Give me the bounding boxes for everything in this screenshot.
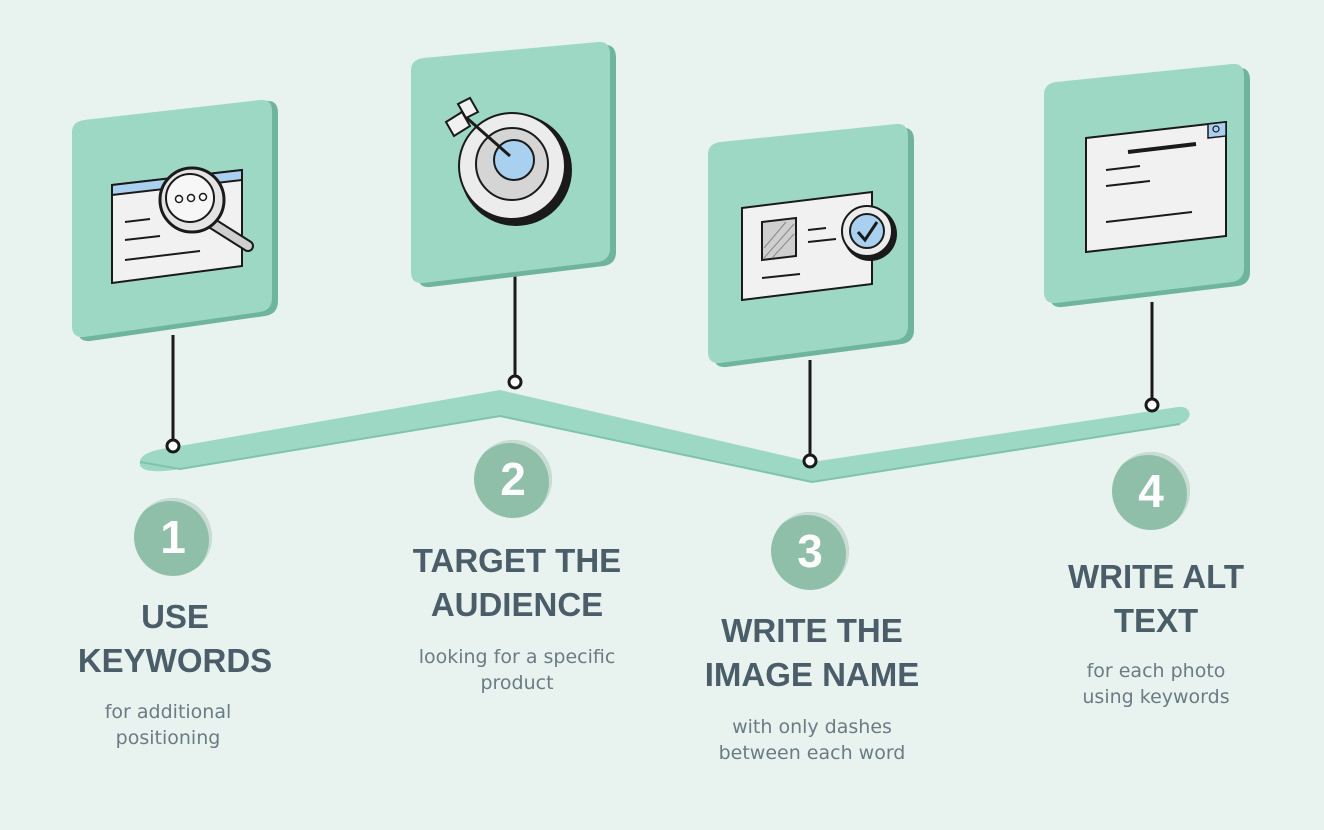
step-number-badge: 2 (474, 440, 552, 518)
step-subtitle: looking for a specific product (418, 646, 616, 694)
text-document-search-icon (1085, 120, 1227, 254)
target-arrow-icon (444, 96, 572, 226)
step-number-badge: 4 (1112, 452, 1190, 530)
step-number-badge: 1 (134, 498, 212, 576)
connector-stems (165, 268, 1160, 469)
magnifier-browser-icon (111, 166, 254, 285)
step-title: TARGET THE AUDIENCE (412, 542, 622, 623)
stem-dot-3 (802, 453, 818, 469)
step-subtitle: for additional positioning (104, 701, 232, 749)
step-number-badge: 3 (771, 512, 849, 590)
card-2 (411, 41, 616, 288)
card-1 (72, 99, 278, 342)
card-3 (708, 123, 914, 368)
timeline-path (139, 390, 1190, 484)
step-title: WRITE ALT TEXT (1068, 558, 1244, 639)
card-4 (1044, 63, 1250, 308)
step-title: USE KEYWORDS (77, 598, 273, 679)
stem-dot-2 (507, 374, 523, 390)
stem-dot-1 (165, 438, 181, 454)
step-subtitle: for each photo using keywords (1082, 660, 1230, 708)
step-title: WRITE THE IMAGE NAME (704, 612, 920, 693)
stem-dot-4 (1144, 397, 1160, 413)
step-subtitle: with only dashes between each word (718, 716, 906, 764)
image-checkmark-icon (741, 190, 897, 302)
